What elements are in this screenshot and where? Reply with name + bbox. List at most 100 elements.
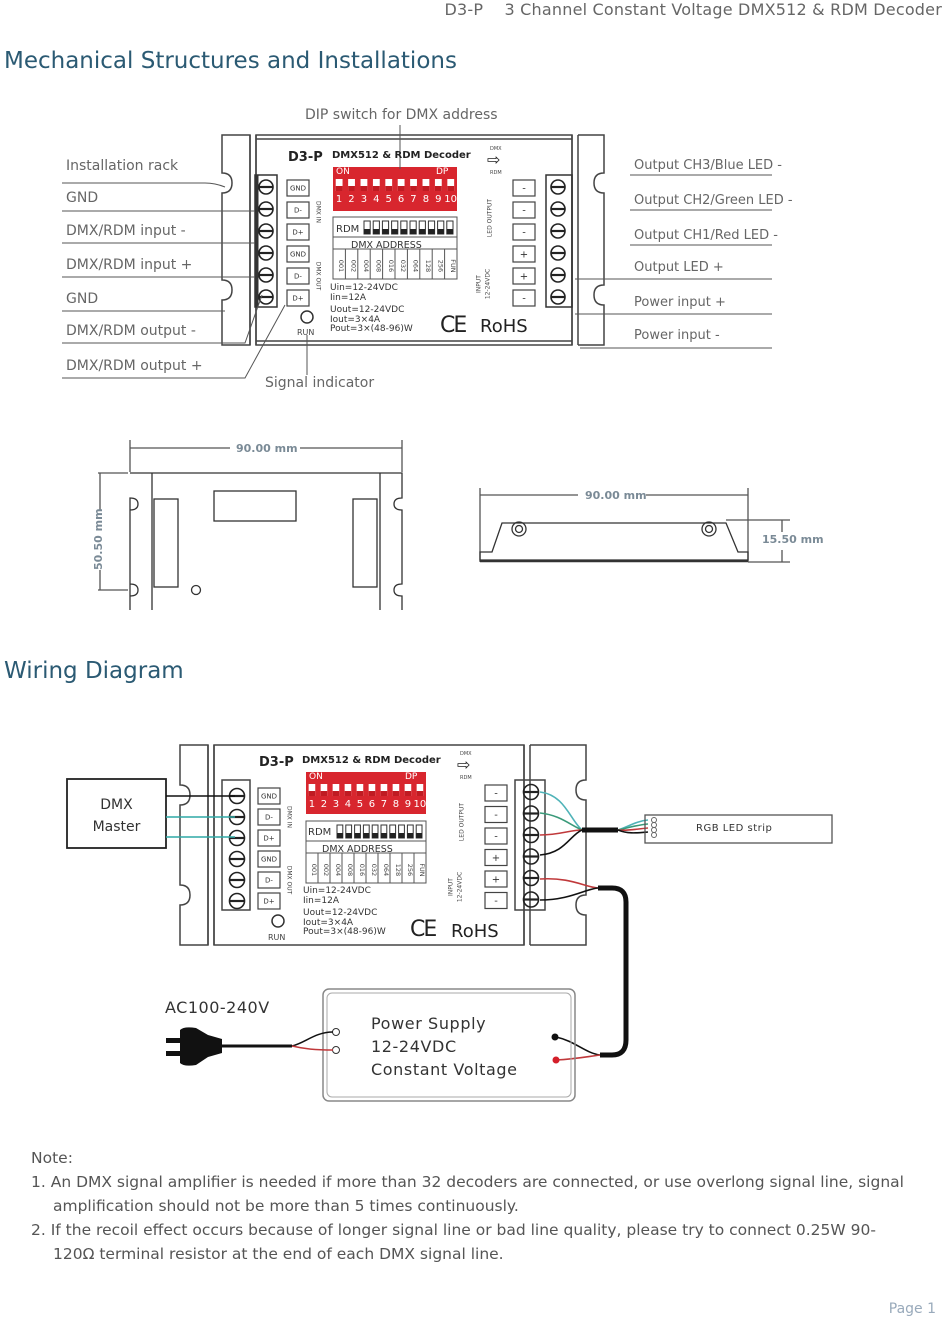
dip-number: 3	[361, 194, 367, 205]
document-header: D3-P 3 Channel Constant Voltage DMX512 &…	[428, 0, 942, 19]
dip-toggle[interactable]	[397, 179, 405, 191]
wiring-led-output-label: LED OUTPUT	[458, 802, 466, 842]
dmx-in-label: DMX IN	[314, 200, 322, 224]
led-output-label: LED OUTPUT	[486, 198, 494, 238]
dip-toggle[interactable]	[332, 784, 340, 796]
power-supply-label: Power Supply 12-24VDC Constant Voltage	[371, 1012, 518, 1081]
notes-section: Note: 1. An DMX signal amplifier is need…	[31, 1146, 911, 1266]
dip-toggle[interactable]	[335, 179, 343, 191]
dip-toggle[interactable]	[422, 179, 430, 191]
section-title-mechanical: Mechanical Structures and Installations	[4, 48, 457, 74]
dip-toggle[interactable]	[344, 784, 352, 796]
label-dmx-output-plus: DMX/RDM output +	[66, 358, 203, 374]
wiring-spec-iout: Iout=3×4A	[303, 917, 354, 928]
dmx-master-label: DMX Master	[67, 794, 166, 838]
ce-mark: CE	[440, 313, 467, 338]
terminal-label-box	[286, 201, 310, 219]
address-value: 008	[374, 260, 382, 272]
dip-toggle[interactable]	[348, 179, 355, 191]
wiring-rdm-label: RDM	[308, 827, 332, 838]
power-input-wires	[539, 877, 629, 1061]
side-view-drawing	[479, 488, 790, 563]
dip-toggle[interactable]	[416, 784, 424, 796]
terminal-label: +	[520, 249, 528, 260]
terminal-label-box	[286, 179, 310, 197]
terminal-label: -	[494, 810, 498, 821]
dip-toggle[interactable]	[356, 784, 364, 796]
callout-lines	[62, 125, 772, 379]
dip-toggle[interactable]	[447, 179, 455, 191]
spec-uout: Uout=12-24VDC	[330, 305, 405, 315]
address-value: FUN	[449, 259, 457, 272]
dip-number: 6	[398, 194, 404, 205]
top-view-width: 90.00 mm	[236, 442, 298, 455]
terminal-label: +	[492, 874, 500, 885]
dip-number: 1	[309, 799, 315, 810]
spec-iin: Iin=12A	[330, 292, 367, 303]
arrow-rdm-label: RDM	[490, 170, 502, 176]
dip-number: 8	[423, 194, 429, 205]
dip-toggle[interactable]	[372, 179, 380, 191]
address-value: 016	[387, 260, 395, 272]
terminal-label: D-	[265, 813, 273, 821]
dip-dp-label: DP	[436, 167, 449, 177]
dip-number: 10	[414, 799, 427, 810]
terminal-label-box	[286, 267, 310, 285]
address-value: 001	[337, 260, 345, 272]
signal-indicator-callout: Signal indicator	[265, 375, 375, 391]
terminal-label-box	[512, 223, 536, 241]
address-value: 032	[399, 260, 407, 272]
dip-toggle[interactable]	[320, 784, 328, 796]
dip-toggle[interactable]	[360, 179, 368, 191]
dip-toggle[interactable]	[410, 179, 417, 191]
section-title-wiring: Wiring Diagram	[4, 658, 184, 684]
wiring-dmx-address-label: DMX ADDRESS	[322, 844, 393, 855]
dip-number: 9	[435, 194, 441, 205]
dip-number: 5	[357, 799, 363, 810]
address-value: 004	[334, 864, 342, 876]
rdm-label: RDM	[336, 224, 360, 235]
dip-toggle[interactable]	[385, 179, 393, 191]
wiring-dmx-in-label: DMX IN	[285, 805, 293, 829]
terminal-label: -	[494, 896, 498, 907]
wiring-arrow-rdm-label: RDM	[460, 775, 472, 781]
top-view-drawing	[98, 440, 403, 610]
terminal-label-box	[484, 784, 508, 802]
top-view-height: 50.50 mm	[92, 508, 105, 570]
dip-toggle[interactable]	[308, 784, 316, 796]
address-value: 256	[436, 260, 444, 272]
note-item-2: 2. If the recoil effect occurs because o…	[31, 1221, 876, 1263]
dip-toggle[interactable]	[380, 784, 388, 796]
terminal-label: -	[494, 831, 498, 842]
label-dmx-output-minus: DMX/RDM output -	[66, 323, 196, 339]
label-power-input-minus: Power input -	[634, 328, 720, 343]
address-value: 064	[412, 260, 420, 272]
dip-toggle[interactable]	[434, 179, 442, 191]
device-model: D3-P	[288, 150, 323, 165]
run-indicator-led	[300, 310, 314, 324]
terminal-label: D+	[292, 228, 303, 236]
terminal-label-box	[286, 223, 310, 241]
device-name: DMX512 & RDM Decoder	[332, 150, 471, 161]
dmx-master-line2: Master	[92, 819, 141, 835]
rgb-led-strip-label: RGB LED strip	[696, 823, 773, 834]
label-output-ch2: Output CH2/Green LED -	[634, 193, 793, 208]
wiring-dip-dp-label: DP	[405, 772, 418, 782]
spec-iout: Iout=3×4A	[330, 314, 381, 325]
dip-toggle[interactable]	[368, 784, 376, 796]
terminal-label-box	[484, 891, 508, 910]
terminal-label: -	[522, 183, 526, 194]
dip-number: 4	[345, 799, 351, 810]
dip-number: 4	[373, 194, 379, 205]
address-value: 128	[394, 864, 402, 876]
dip-number: 2	[321, 799, 327, 810]
wiring-arrow-dmx-label: DMX	[460, 751, 472, 757]
terminal-label-box	[484, 848, 508, 867]
input-voltage-label: 12-24VDC	[484, 268, 492, 300]
wiring-spec-iin: Iin=12A	[303, 895, 340, 906]
dip-toggle[interactable]	[404, 784, 412, 796]
label-output-ch3: Output CH3/Blue LED -	[634, 158, 782, 173]
address-value: 128	[424, 260, 432, 272]
dip-toggle[interactable]	[392, 784, 400, 796]
terminal-label-box	[257, 892, 281, 910]
